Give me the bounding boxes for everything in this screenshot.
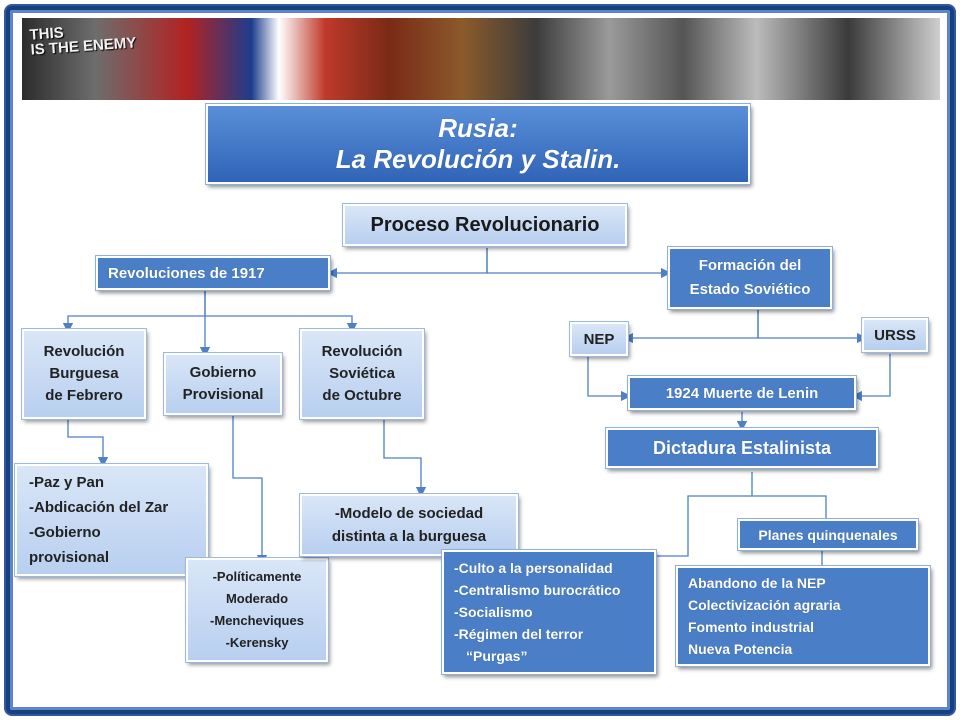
node-planes-quinquenales: Planes quinquenales xyxy=(738,519,918,550)
node-nep: NEP xyxy=(570,322,628,356)
link-burguesa-paz xyxy=(67,418,109,468)
historical-photo-banner: THIS IS THE ENEMY xyxy=(22,18,940,100)
link-proceso-revoluciones xyxy=(326,248,488,279)
node-formacion-estado: Formación del Estado Soviético xyxy=(668,247,832,309)
node-paz-y-pan: -Paz y Pan -Abdicación del Zar -Gobierno… xyxy=(15,464,208,576)
link-formacion-urss xyxy=(757,308,868,344)
node-modelo-sociedad: -Modelo de sociedad distinta a la burgue… xyxy=(300,494,518,556)
node-revolucion-sovietica: Revolución Soviética de Octubre xyxy=(300,329,424,419)
link-rev-burguesa xyxy=(62,290,206,334)
node-gobierno-provisional: Gobierno Provisional xyxy=(164,353,282,415)
link-dictadura-culto xyxy=(656,495,752,557)
link-sovietica-modelo xyxy=(383,420,427,498)
link-nep-muerte xyxy=(587,354,632,402)
link-dictadura-split xyxy=(751,472,827,518)
node-muerte-lenin: 1924 Muerte de Lenin xyxy=(628,376,856,410)
link-gobierno-politicamente xyxy=(232,414,268,566)
link-urss-muerte xyxy=(851,354,891,402)
node-revolucion-burguesa: Revolución Burguesa de Febrero xyxy=(22,329,146,419)
link-rev-sovietica xyxy=(205,315,358,334)
slide-title: Rusia: La Revolución y Stalin. xyxy=(206,104,750,184)
node-revoluciones-1917: Revoluciones de 1917 xyxy=(96,256,330,290)
node-urss: URSS xyxy=(862,318,928,352)
node-proceso-revolucionario: Proceso Revolucionario xyxy=(343,204,627,246)
node-culto-personalidad: -Culto a la personalidad -Centralismo bu… xyxy=(442,550,656,674)
node-abandono-nep: Abandono de la NEP Colectivización agrar… xyxy=(676,566,930,666)
node-politicamente-moderado: -Políticamente Moderado -Mencheviques -K… xyxy=(186,558,328,662)
link-proceso-formacion xyxy=(486,248,672,279)
node-dictadura-estalinista: Dictadura Estalinista xyxy=(606,428,878,468)
link-formacion-nep xyxy=(622,308,759,344)
